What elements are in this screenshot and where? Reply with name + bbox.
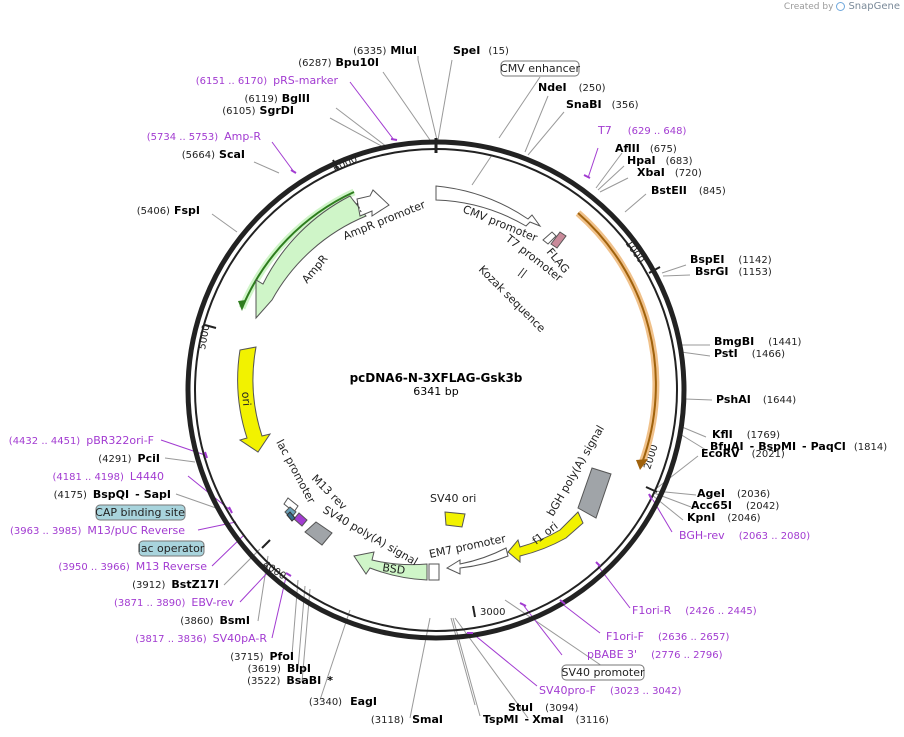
enzyme-bspei: BspEI(1142) (690, 253, 772, 266)
enzyme-spei: SpeI(15) (453, 44, 509, 57)
tick-label-5000: 5000 (197, 324, 212, 351)
enzyme-stui: StuI(3094) (508, 701, 578, 714)
f1-ori-feature-arrow (507, 511, 584, 564)
enzyme-scai: (5664)ScaI (182, 148, 245, 161)
position-ticks (204, 159, 661, 618)
ampr-promoter-arrow (356, 189, 390, 217)
primer-f1ori-f: F1ori-F(2636 .. 2657) (606, 630, 729, 643)
insert-arc-outline (577, 212, 657, 464)
enzyme-bsteii: BstEII(845) (651, 184, 726, 197)
lac-operator-label: lac operator (138, 542, 205, 555)
primer-bgh-rev: BGH-rev(2063 .. 2080) (679, 529, 810, 542)
created-by-text: Created by (783, 1, 834, 12)
bsd-feature-arrow (353, 551, 428, 581)
sv40-ori-label: SV40 ori (430, 492, 476, 505)
em7-promoter-arrow (445, 547, 509, 575)
enzyme-agei: AgeI(2036) (697, 487, 770, 500)
primer-amp-r: (5734 .. 5753)Amp-R (147, 130, 262, 143)
lac-operator-box (138, 540, 205, 557)
cap-binding-box (95, 504, 186, 521)
kozak-mark-1 (517, 267, 525, 277)
primer-f1ori-r: F1ori-R(2426 .. 2445) (632, 604, 757, 617)
ampr-feature-arrow (255, 195, 367, 320)
primer-sv40pa-r: (3817 .. 3836)SV40pA-R (135, 632, 267, 645)
snapgene-logo-icon (836, 2, 846, 11)
enzyme-blpi: (3619)BlpI (248, 662, 311, 675)
primer-marks (204, 138, 653, 634)
enzyme-bpu10i: (6287)Bpu10I (298, 56, 379, 69)
kozak-mark-2 (520, 269, 528, 279)
enzyme-eagi: (3340)EagI (309, 695, 377, 708)
sv40-polya-feature (304, 521, 333, 546)
ori-label: ori (239, 391, 253, 406)
primer-t7: T7(629 .. 648) (597, 124, 687, 137)
enzyme-hpai: HpaI(683) (627, 154, 693, 167)
cmv-enhancer-box (500, 60, 580, 77)
enzyme-pfoi: (3715)PfoI (230, 650, 294, 663)
sv40-ori-feature (444, 511, 466, 528)
primer-prs-marker: (6151 .. 6170)pRS-marker (196, 74, 339, 87)
primer-m13-reverse: (3950 .. 3966)M13 Reverse (58, 560, 207, 573)
enzyme-smai: (3118)SmaI (371, 713, 443, 726)
primer-pbr322ori-f: (4432 .. 4451)pBR322ori-F (9, 434, 154, 447)
sv40-promoter-box (561, 664, 645, 681)
enzyme-bspqi-group: (4175)BspQI-SapI (54, 488, 171, 501)
enzyme-bstz17i: (3912)BstZ17I (132, 578, 219, 591)
enzyme-aflii: AflII(675) (615, 142, 677, 155)
em7-box (428, 563, 440, 581)
enzyme-bsmi: (3860)BsmI (180, 614, 250, 627)
enzyme-bsrgi: BsrGI(1153) (695, 265, 772, 278)
enzyme-bglii: (6119)BglII (245, 92, 310, 105)
kozak-label: Kozak sequence (476, 263, 548, 335)
flag-feature-mark (550, 231, 567, 249)
enzyme-tspmi-group: TspMI-XmaI(3116) (483, 713, 609, 726)
ori-feature-arrow (237, 346, 272, 453)
m13-rev-feature (293, 512, 308, 527)
snapgene-credit: Created by SnapGene (784, 1, 900, 12)
t7-promoter-mark (542, 231, 557, 245)
enzyme-snabi: SnaBI(356) (566, 98, 639, 111)
enzyme-ndei: NdeI(250) (538, 81, 606, 94)
bgh-polya-feature (577, 467, 612, 519)
primer-pbabe3: pBABE 3'(2776 .. 2796) (587, 648, 723, 661)
primer-ebv-rev: (3871 .. 3890)EBV-rev (114, 596, 234, 609)
tick-label-3000: 3000 (480, 607, 505, 618)
leader-lines (164, 56, 713, 719)
ampr-outer-arrowhead (238, 300, 246, 311)
sv40-promoter-label: SV40 promoter (561, 666, 645, 679)
enzyme-sgrdi: (6105)SgrDI (222, 104, 294, 117)
enzyme-kfli: KflI(1769) (712, 428, 780, 441)
snapgene-brand-text: SnapGene (848, 1, 900, 12)
enzyme-psti: PstI(1466) (714, 347, 785, 360)
primer-l4440: (4181 .. 4198)L4440 (52, 470, 164, 483)
cmv-promoter-arrow (435, 185, 542, 228)
cap-binding-label: CAP binding site (95, 506, 185, 519)
cap-site-feature (286, 511, 296, 522)
primer-sv40pro-f: SV40pro-F(3023 .. 3042) (539, 684, 682, 697)
insert-arrowhead (636, 459, 648, 470)
lac-promoter-label: lac promoter (273, 437, 318, 506)
insert-arc (575, 210, 660, 465)
cmv-enhancer-label: CMV enhancer (500, 62, 580, 75)
enzyme-xbai: XbaI(720) (637, 166, 702, 179)
enzyme-bfuai-group: BfuAI-BspMI-PaqCI(1814) (710, 440, 887, 453)
enzyme-ecorv: EcoRV(2021) (701, 447, 785, 460)
enzyme-pcii: (4291)PciI (98, 452, 160, 465)
plasmid-name: pcDNA6-N-3XFLAG-Gsk3b (350, 371, 523, 385)
enzyme-bmgbi: BmgBI(1441) (714, 335, 802, 348)
enzyme-bsabi: (3522)BsaBI* (247, 674, 333, 687)
enzyme-kpni: KpnI(2046) (687, 511, 761, 524)
primer-m13-puc-reverse: (3963 .. 3985)M13/pUC Reverse (10, 524, 185, 537)
ampr-outer-arc-line (241, 191, 355, 309)
bsd-label: BSD (382, 561, 406, 577)
enzyme-pshai: PshAI(1644) (716, 393, 796, 406)
enzyme-fspi: (5406)FspI (137, 204, 200, 217)
enzyme-mlui: (6335)MluI (353, 44, 417, 57)
plasmid-size: 6341 bp (413, 385, 458, 398)
enzyme-acc65i: Acc65I(2042) (691, 499, 779, 512)
